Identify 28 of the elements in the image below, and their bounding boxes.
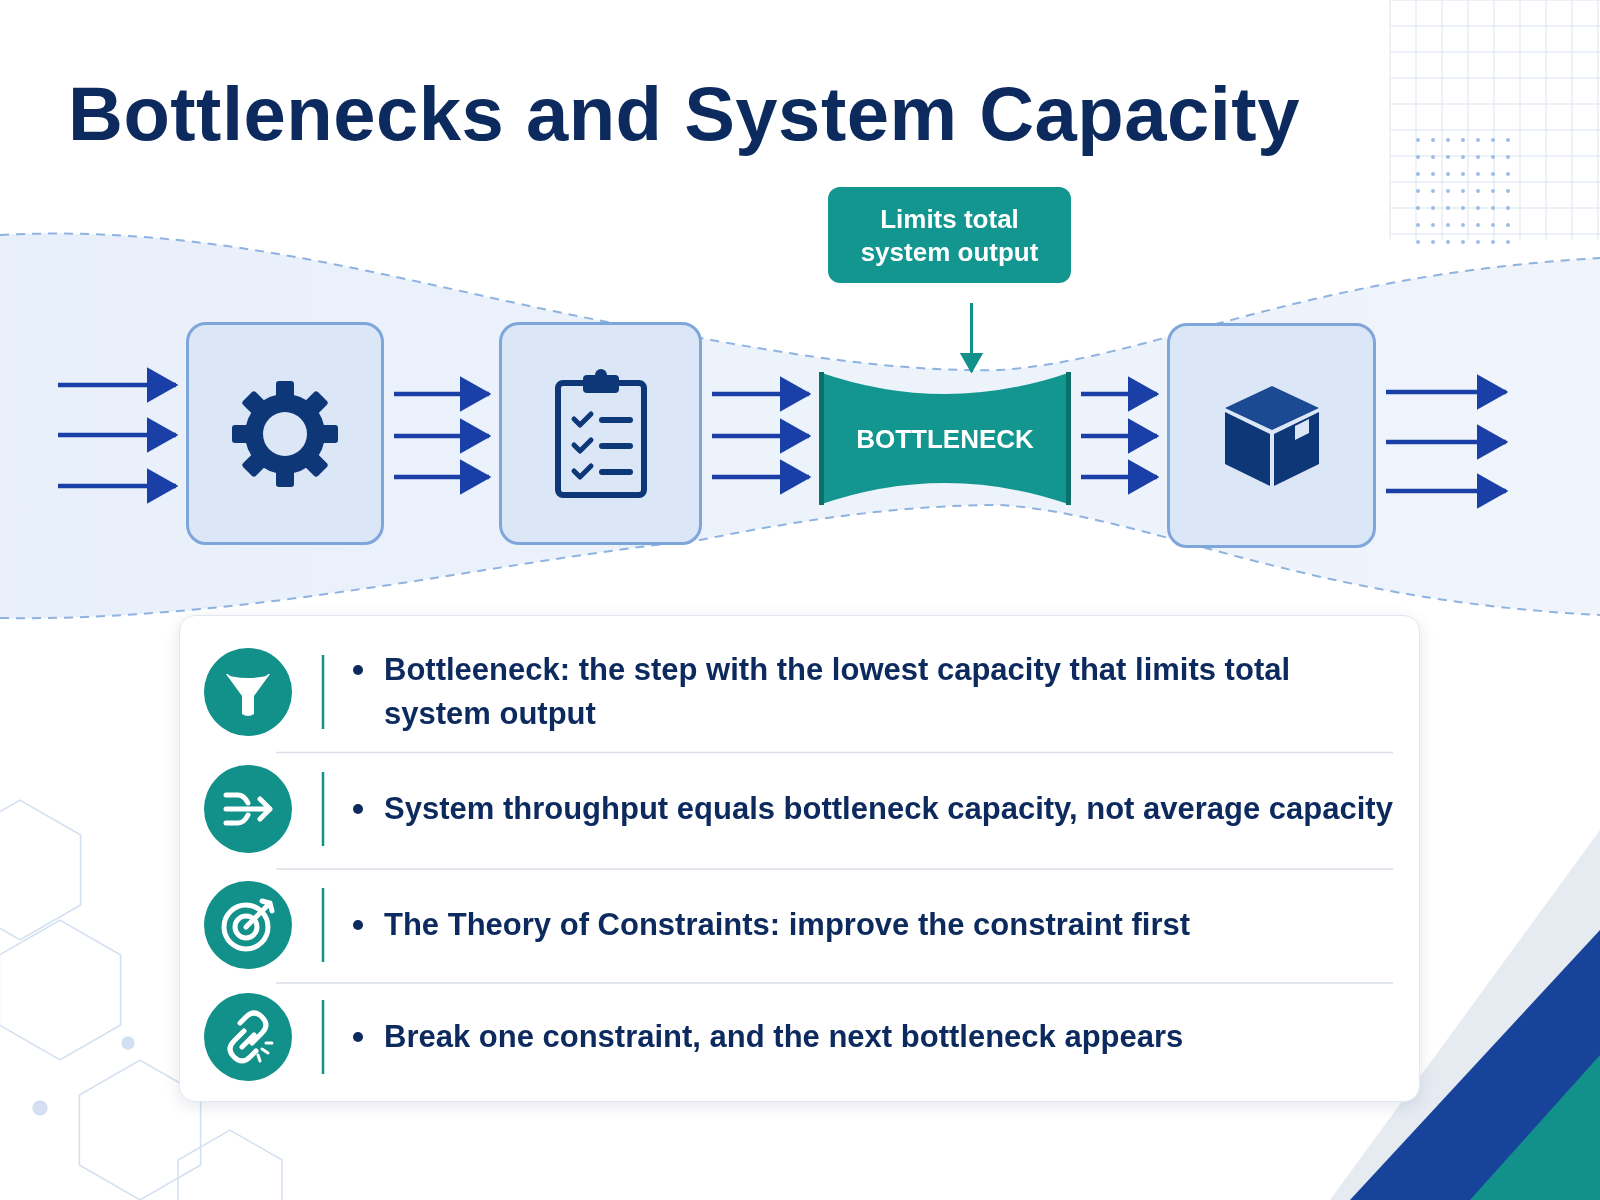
arrow [394, 459, 492, 495]
callout-text: Limits total system output [859, 202, 1040, 268]
bullet-text: The Theory of Constraints: improve the constraint first [384, 906, 1192, 944]
bullet-text: Bottleeneck: the step with the lowest capacity that limits total system output [384, 651, 1292, 733]
bullet-text: Break one constraint, and the next bottleneck appears [384, 1018, 1185, 1056]
process-box [499, 322, 702, 545]
arrow [1386, 374, 1509, 410]
arrow [1081, 459, 1160, 495]
arrow [712, 459, 812, 495]
arrow [712, 418, 812, 454]
arrow [58, 367, 179, 403]
arrow [58, 468, 179, 504]
arrow [58, 417, 179, 453]
arrow [394, 418, 492, 454]
arrow [959, 303, 984, 374]
bottleneck-shape [819, 372, 1071, 505]
title: Bottlenecks and System Capacity [68, 70, 1300, 157]
callout-box [828, 187, 1071, 283]
bottleneck-label: BOTTLENECK [856, 423, 1034, 454]
arrow [1386, 473, 1509, 509]
process-box [1167, 323, 1376, 548]
arrow [1386, 424, 1509, 460]
arrow [1081, 418, 1160, 454]
bullet-text: System throughput equals bottleneck capacity, not average capacity [384, 790, 1394, 828]
arrow [394, 376, 492, 412]
arrow [1081, 376, 1160, 412]
arrow [712, 376, 812, 412]
process-box [186, 322, 384, 545]
